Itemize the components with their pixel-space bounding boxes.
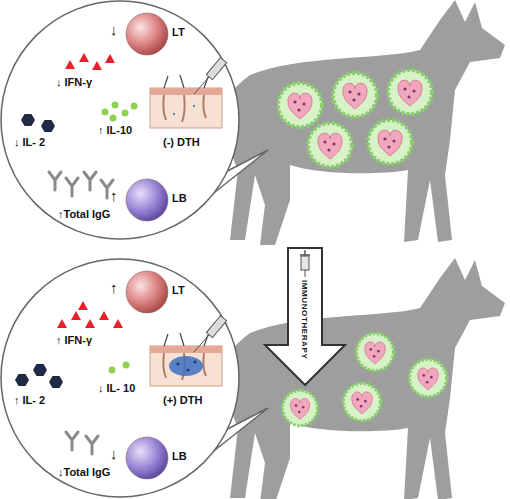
- b-lymphocyte: LB: [125, 178, 199, 222]
- cell-label: LB: [172, 192, 187, 204]
- cell-label: LT: [172, 26, 185, 38]
- bubble-circle: [1, 259, 239, 497]
- skin-lesion: [308, 123, 352, 167]
- skin-lesion: [282, 390, 317, 425]
- skin-lesion: [278, 83, 322, 127]
- down-arrow: [265, 248, 345, 385]
- therapy-arrow: [265, 248, 345, 385]
- skin-lesion: [388, 70, 432, 114]
- trend-arrow: ↑: [110, 280, 118, 297]
- bubble-outline: [0, 0, 240, 240]
- cell-body: [126, 13, 168, 55]
- trend-arrow: ↓: [110, 22, 118, 39]
- cell-label: LB: [172, 450, 187, 462]
- ifn-label: ↑ IFN-γ: [56, 334, 92, 346]
- il10-label: ↓ IL- 10: [98, 382, 135, 394]
- il2-label: ↓ IL- 2: [14, 136, 45, 148]
- cell-outline: [125, 12, 169, 56]
- skin-lesion: [343, 383, 380, 420]
- cell-outline: [125, 178, 169, 222]
- cell-outline: [125, 436, 169, 480]
- ifn-label: ↓ IFN-γ: [56, 76, 92, 88]
- t-lymphocyte: LT: [125, 12, 199, 56]
- skin-lesion: [409, 359, 446, 396]
- skin-lesion: [368, 120, 412, 164]
- il2-label: ↑ IL- 2: [14, 394, 45, 406]
- bubble-circle: [1, 1, 239, 239]
- trend-arrow: ↑: [110, 188, 118, 205]
- callout-bubble: ↓ ↓ IFN-γ ↓ IL- 2 ↑ IL-10 (-) DTH ↑↑Total IgG…: [0, 0, 240, 240]
- trend-arrow: ↓: [110, 446, 118, 463]
- dth-label: (-) DTH: [163, 136, 200, 148]
- cell-body: [126, 179, 168, 221]
- callout-bubble: ↑ ↑ IFN-γ ↑ IL- 2 ↓ IL- 10 (+) DTH ↓↓Total Ig…: [0, 258, 240, 498]
- bubble-outline: [0, 258, 240, 498]
- cell-label: LT: [172, 284, 185, 296]
- cell-outline: [125, 270, 169, 314]
- therapy-label: IMMUNOTHERAPY: [300, 280, 308, 359]
- syringe-icon: [300, 250, 310, 277]
- skin-lesion: [356, 333, 393, 370]
- igg-label: ↑Total IgG: [58, 208, 110, 220]
- b-lymphocyte: LB: [125, 436, 199, 480]
- skin-lesion: [333, 73, 377, 117]
- igg-label: ↓Total IgG: [58, 466, 110, 478]
- dth-label: (+) DTH: [163, 394, 202, 406]
- il10-label: ↑ IL-10: [98, 124, 132, 136]
- cell-body: [126, 271, 168, 313]
- cell-body: [126, 437, 168, 479]
- t-lymphocyte: LT: [125, 270, 199, 314]
